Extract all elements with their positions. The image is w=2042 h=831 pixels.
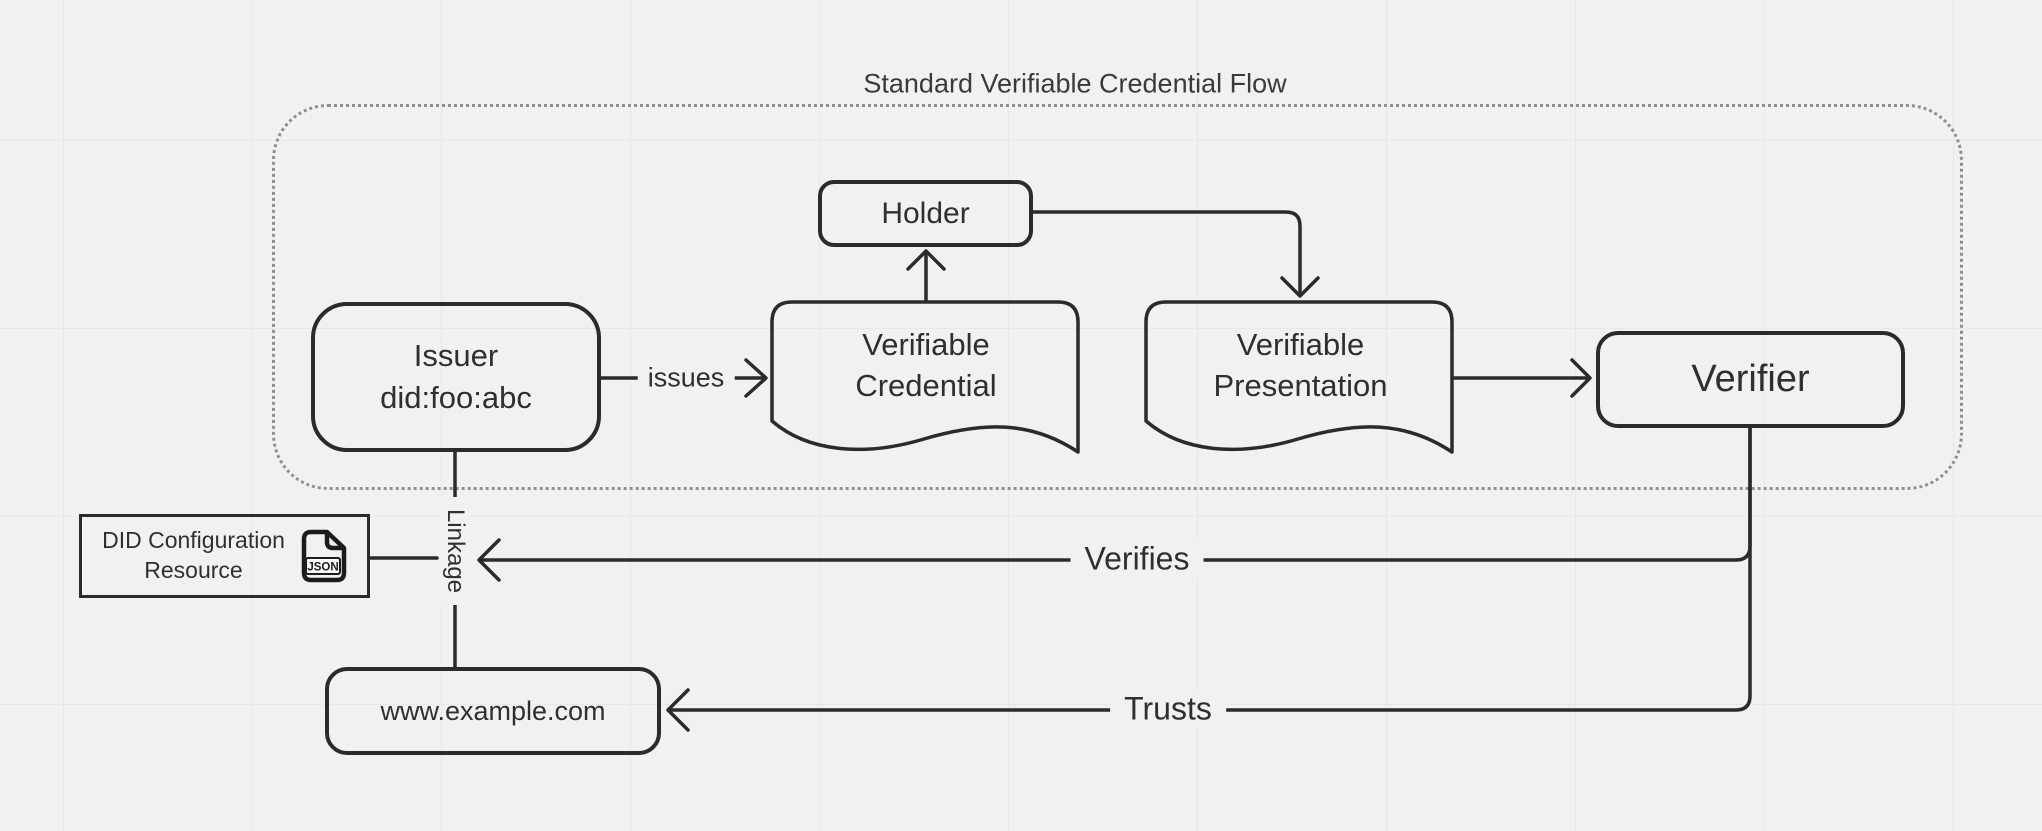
verifiable-presentation-node: Verifiable Presentation (1146, 318, 1455, 413)
website-label: www.example.com (380, 695, 606, 726)
verifiable-credential-node: Verifiable Credential (772, 318, 1080, 413)
verifiable-presentation-line2: Presentation (1213, 367, 1388, 403)
verifiable-presentation-line1: Verifiable (1236, 327, 1365, 363)
verifier-label: Verifier (1691, 358, 1810, 400)
did-configuration-resource-node: DID Configuration Resource JSON (79, 514, 370, 598)
issuer-label-line2: did:foo:abc (380, 380, 532, 415)
issuer-node: Issuer did:foo:abc (311, 302, 601, 452)
verifies-edge-label: Verifies (1070, 540, 1204, 578)
diagram-title: Standard Verifiable Credential Flow (863, 68, 1287, 99)
did-configuration-resource-label: DID Configuration Resource (102, 527, 285, 583)
website-node: www.example.com (325, 667, 661, 755)
json-icon-label: JSON (307, 562, 338, 574)
verifiable-credential-line2: Credential (855, 367, 997, 403)
holder-node: Holder (818, 180, 1033, 247)
issues-edge-label: issues (637, 362, 735, 394)
holder-label: Holder (881, 196, 970, 230)
issuer-label-line1: Issuer (413, 338, 499, 374)
json-file-icon: JSON (301, 529, 347, 583)
verifiable-credential-line1: Verifiable (862, 327, 990, 363)
linkage-edge-label: Linkage (441, 496, 469, 606)
verifier-node: Verifier (1596, 331, 1905, 428)
trusts-edge-label: Trusts (1110, 690, 1226, 728)
